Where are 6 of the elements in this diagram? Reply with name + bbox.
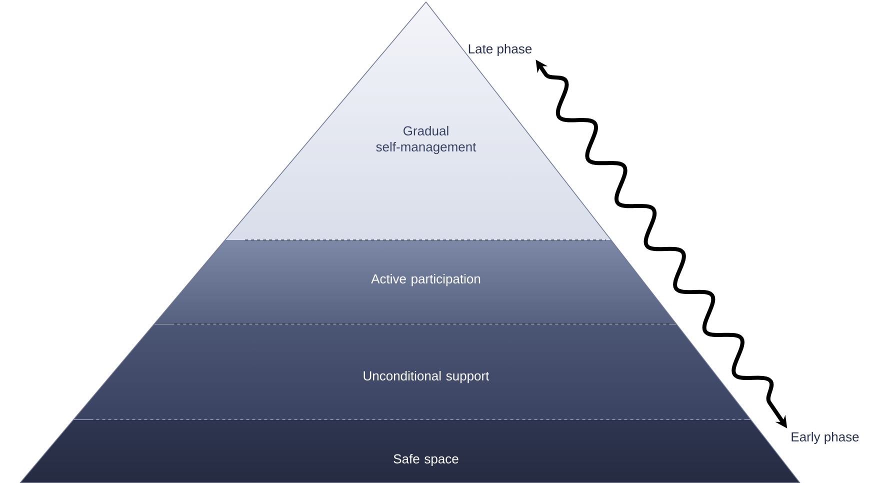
pyramid-level: Safe space xyxy=(394,454,458,466)
pyramid-level: Active participation xyxy=(371,274,480,286)
phase-label: Early phase xyxy=(792,432,859,444)
pyramid-level: Gradual self-management xyxy=(376,126,476,154)
pyramid-level: Unconditional support xyxy=(364,370,490,384)
phase-label: Late phase xyxy=(468,44,532,56)
